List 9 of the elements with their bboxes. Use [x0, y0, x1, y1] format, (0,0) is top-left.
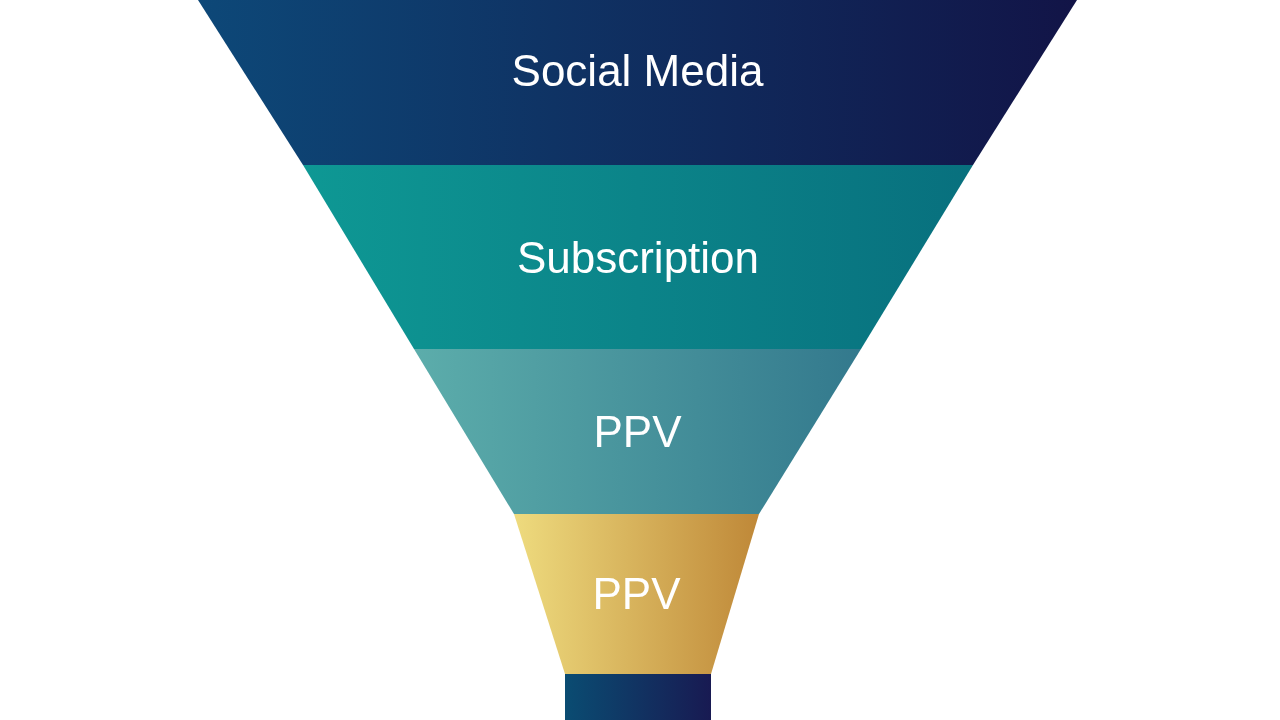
- band-label: PPV: [592, 568, 681, 620]
- funnel-spout: [565, 674, 711, 720]
- band-label: Subscription: [516, 232, 760, 284]
- funnel-band: [198, 0, 1077, 165]
- band-label: Social Media: [511, 45, 764, 97]
- funnel-band: [303, 165, 973, 349]
- funnel-band: [414, 349, 861, 514]
- funnel-band: [514, 514, 759, 674]
- band-label: PPV: [593, 406, 682, 458]
